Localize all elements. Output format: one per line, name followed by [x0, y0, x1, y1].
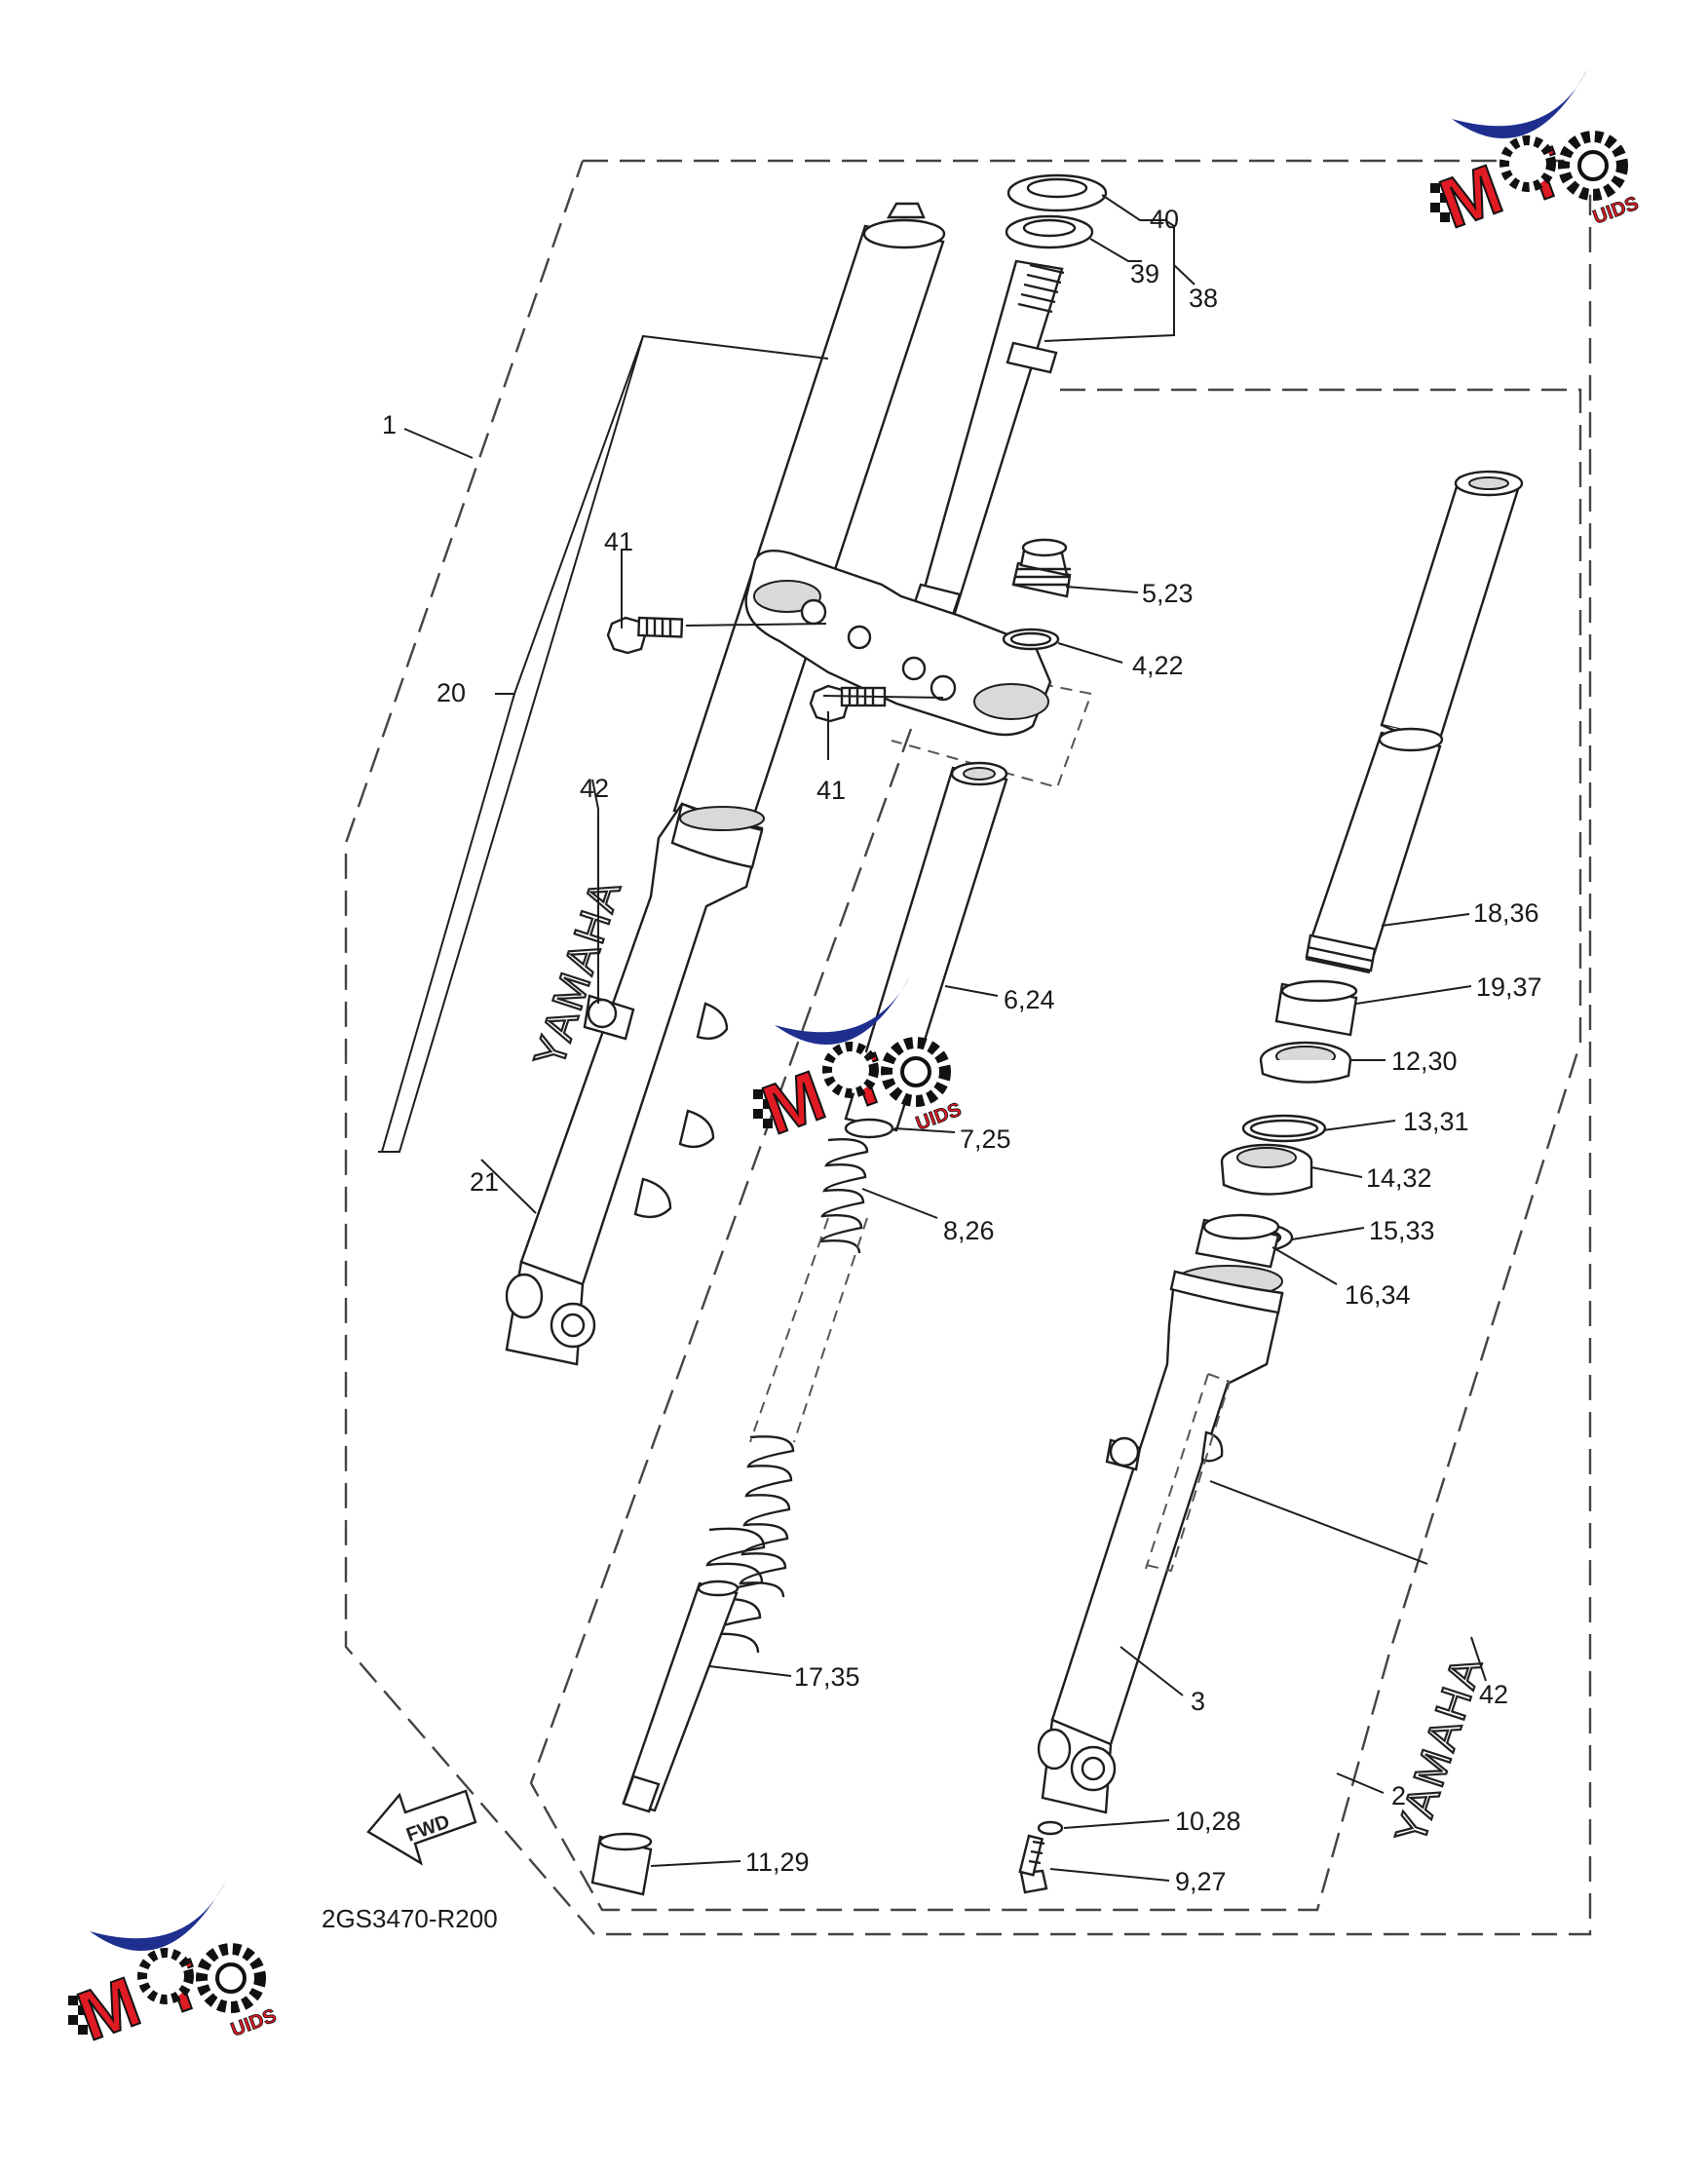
damper-rod-17 [622, 1580, 740, 1813]
long-spring [739, 1435, 795, 1598]
callout-label: 15,33 [1369, 1216, 1435, 1245]
callout-label: 4,22 [1132, 651, 1184, 680]
callout-label: 42 [580, 774, 609, 803]
callout-label: 18,36 [1473, 898, 1539, 928]
callout-label: 2 [1391, 1781, 1406, 1810]
callout-label: 39 [1130, 259, 1159, 288]
short-spring-8 [818, 1138, 869, 1254]
callout-label: 41 [604, 527, 633, 556]
callout-label: 12,30 [1391, 1047, 1458, 1076]
watermark-logo: M T UIDS [1429, 68, 1642, 245]
inner-tube-upper [1380, 470, 1524, 741]
callout-label: 21 [470, 1167, 499, 1197]
watermark-logo: M T UIDS [67, 1881, 280, 2057]
callout-label: 17,35 [794, 1662, 860, 1692]
callout-label: 11,29 [745, 1847, 810, 1877]
swoosh-icon [1452, 68, 1588, 139]
bolt-41-upper [606, 616, 684, 655]
inner-tube-lower-18 [1305, 727, 1444, 974]
dust-seal-14 [1220, 1143, 1313, 1196]
fwd-arrow-icon: FWD [366, 1789, 477, 1866]
callout-label: 41 [816, 776, 846, 805]
upper-race-40 [1006, 173, 1108, 212]
clip-13 [1241, 1114, 1327, 1143]
fork-cap-bolt-5 [1011, 538, 1072, 598]
callout-label: 7,25 [960, 1124, 1011, 1154]
callout-label: 14,32 [1366, 1163, 1432, 1193]
right-outer-tube-3 [1037, 1265, 1284, 1814]
gear-icon [1499, 135, 1556, 192]
gear-icon [822, 1042, 879, 1098]
gear-icon [137, 1948, 194, 2004]
under-bracket [744, 550, 1052, 737]
spring-seat-7 [844, 1118, 894, 1139]
swoosh-icon [90, 1881, 226, 1952]
callout-label: 3 [1191, 1687, 1205, 1716]
slide-bushing-19 [1274, 979, 1358, 1037]
oil-seal-12 [1259, 1041, 1352, 1084]
callout-label: 42 [1479, 1680, 1508, 1709]
left-fork-inner-tube [672, 202, 946, 828]
o-ring-4 [1002, 628, 1060, 651]
hidden-line-center [749, 1217, 868, 1443]
leader-lines [378, 194, 1487, 1882]
callout-label: 8,26 [943, 1216, 995, 1245]
left-fork-outer-tube [505, 802, 765, 1366]
callout-label: 16,34 [1345, 1280, 1411, 1310]
callout-label: 9,27 [1175, 1867, 1227, 1896]
damper-rod-outer-6 [844, 761, 1008, 1132]
oil-lock-piece-11 [590, 1832, 653, 1896]
callout-label: 1 [382, 410, 397, 439]
callout-label: 10,28 [1175, 1807, 1241, 1836]
guide-bushing-16 [1195, 1213, 1280, 1269]
callout-label: 20 [436, 678, 466, 707]
callout-label: 13,31 [1403, 1107, 1469, 1136]
bolt-41-lower [809, 684, 887, 723]
callout-label: 38 [1189, 284, 1218, 313]
callout-label: 6,24 [1004, 985, 1055, 1014]
bolt-9 [1018, 1834, 1048, 1894]
diagram-code: 2GS3470-R200 [322, 1904, 498, 1933]
brand-text-right: YAMAHA [1386, 1649, 1493, 1849]
callout-labels: 40 39 38 1 41 5,23 4,22 20 41 42 18,36 1… [382, 205, 1542, 1896]
callout-label: 5,23 [1142, 579, 1194, 608]
ball-race-39 [1005, 214, 1094, 249]
hidden-line-right [1145, 1373, 1232, 1573]
copper-washer-10 [1037, 1820, 1064, 1836]
swoosh-icon [775, 974, 911, 1046]
callout-label: 19,37 [1476, 972, 1542, 1002]
callout-label: 40 [1150, 205, 1179, 234]
